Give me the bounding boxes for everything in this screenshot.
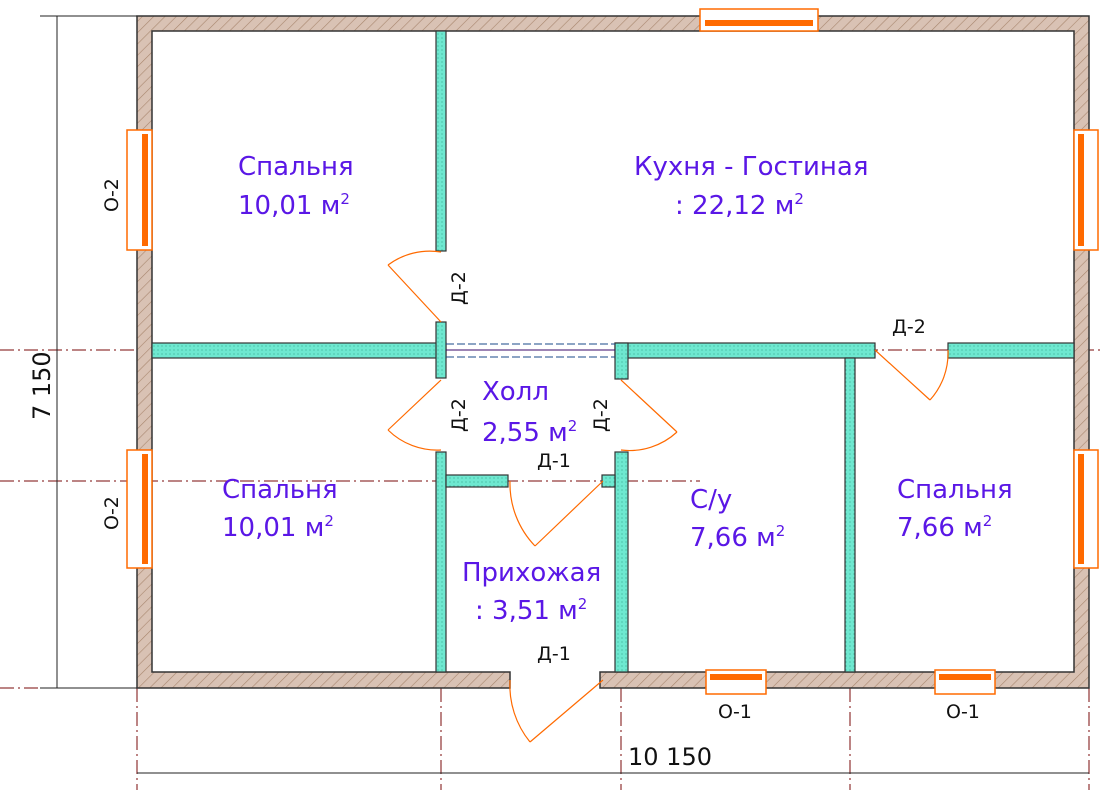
door-label: Д-2: [448, 271, 470, 305]
window-left-top: [126, 129, 153, 251]
svg-text:7,66 м2: 7,66 м2: [897, 512, 992, 543]
svg-text:10 150: 10 150: [628, 743, 712, 771]
room-bathroom: С/у 7,66 м2: [690, 485, 785, 553]
room-name: Спальня: [238, 152, 354, 182]
room-area: 10,01 м: [238, 191, 340, 221]
room-kitchen-living: Кухня - Гостиная : 22,12 м2: [634, 152, 868, 221]
door-label: Д-2: [590, 398, 612, 432]
window-label: О-2: [101, 496, 123, 530]
room-bedroom-bottom-left: Спальня 10,01 м2: [222, 475, 338, 543]
svg-text:2,55 м2: 2,55 м2: [482, 417, 577, 448]
window-label: О-2: [101, 178, 123, 212]
room-bedroom-right: Спальня 7,66 м2: [897, 475, 1013, 543]
window-right-bottom: [1073, 449, 1099, 569]
window-right-top: [1073, 129, 1099, 251]
room-name: С/у: [690, 485, 732, 515]
interior-walls: [151, 30, 1075, 673]
window-bottom-1: [705, 669, 767, 695]
window-label: О-1: [946, 701, 980, 723]
window-label: О-1: [718, 701, 752, 723]
window-left-bottom: [126, 449, 153, 569]
room-bedroom-top-left: Спальня 10,01 м2: [238, 152, 354, 221]
window-bottom-2: [934, 669, 996, 695]
door-label: Д-1: [537, 450, 571, 472]
doors: [387, 250, 949, 743]
room-name: Кухня - Гостиная: [634, 152, 868, 182]
svg-text:10,01 м2: 10,01 м2: [238, 190, 350, 221]
room-hall: Холл 2,55 м2: [482, 377, 577, 448]
door-label: Д-1: [537, 643, 571, 665]
svg-text:7 150: 7 150: [28, 351, 56, 420]
windows: [126, 8, 1099, 695]
room-area: 7,66 м: [897, 513, 983, 543]
svg-text:7,66 м2: 7,66 м2: [690, 522, 785, 553]
dimension-height: 7 150: [28, 15, 137, 689]
svg-text:: 22,12 м2: : 22,12 м2: [675, 190, 804, 221]
room-name: Спальня: [222, 475, 338, 505]
room-area: 10,01 м: [222, 513, 324, 543]
dimension-width: 10 150: [137, 743, 1089, 774]
svg-text:: 3,51 м2: : 3,51 м2: [475, 595, 587, 626]
room-name: Спальня: [897, 475, 1013, 505]
room-area: 2,55 м: [482, 418, 568, 448]
door-label: Д-2: [448, 398, 470, 432]
room-name: Прихожая: [462, 558, 601, 588]
room-name: Холл: [482, 377, 549, 407]
svg-text:10,01 м2: 10,01 м2: [222, 512, 334, 543]
room-entrance-hall: Прихожая : 3,51 м2: [462, 558, 601, 626]
room-area: : 3,51 м: [475, 596, 578, 626]
room-area: 7,66 м: [690, 523, 776, 553]
window-top: [699, 8, 819, 32]
door-label: Д-2: [892, 316, 926, 338]
room-area: : 22,12 м: [675, 191, 794, 221]
